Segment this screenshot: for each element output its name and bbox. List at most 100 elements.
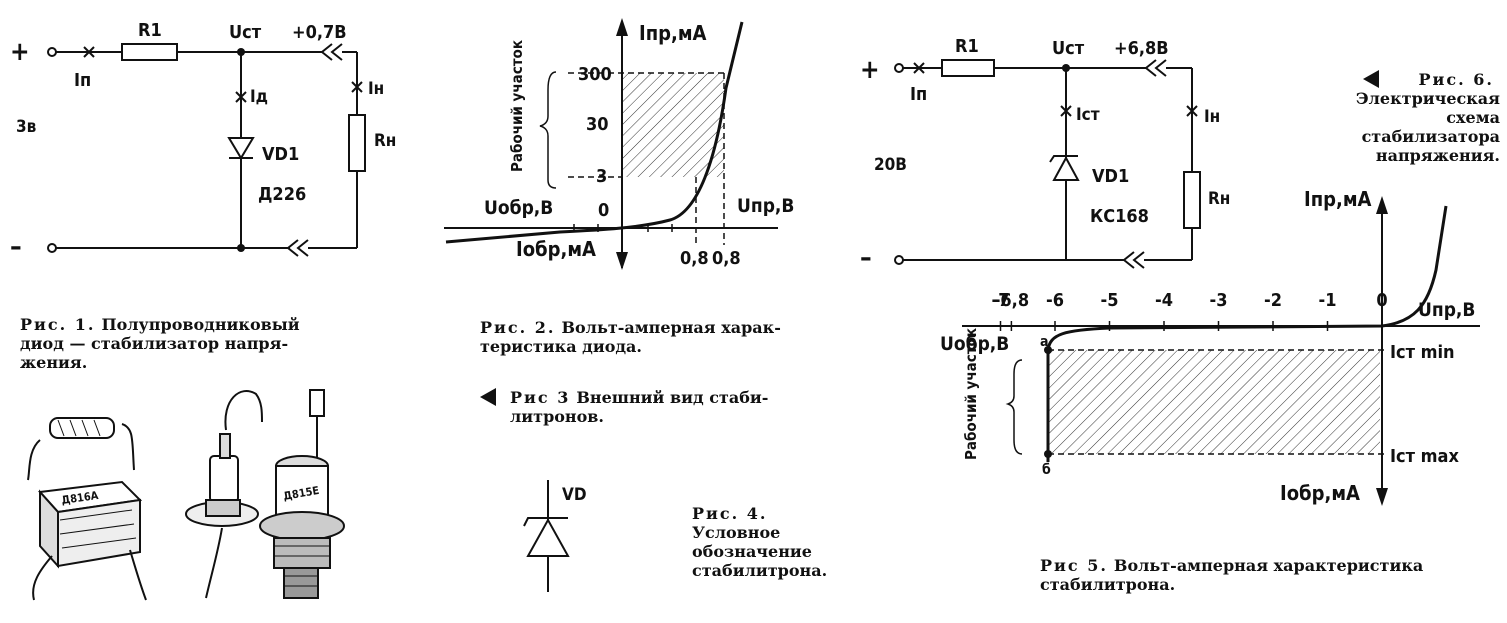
fig2-caption-line-2: теристика диода. [480,337,642,356]
fig6-caption-line-4: напряжения. [1375,146,1500,165]
fig2-tick-0: 0 [598,200,609,221]
fig1-mark-id [235,91,247,103]
fig6-circuit [902,59,1201,269]
fig6-plus-terminal [894,63,904,73]
fig3-caption-line-2: литронов. [510,407,604,426]
fig2-caption-line-1: Вольт-амперная харак- [561,318,781,337]
fig2-label-iobr: Iобр,мА [516,237,596,261]
fig6-resistor-r1 [941,59,995,77]
fig6-label-r1: R1 [955,36,979,57]
fig1-circuit [55,43,366,257]
fig3-pointer-icon [480,388,496,406]
fig2-caption-label: Рис. 2. [480,318,556,337]
fig3-middle-body [209,455,239,503]
fig6-label-rn: Rн [1208,189,1230,209]
fig6-label-vd1: VD1 [1092,166,1129,187]
fig2-label-ipr: Iпр,мА [639,21,707,45]
fig5-region-label: Рабочий участок [962,328,980,460]
fig6-minus-terminal [894,255,904,265]
fig4-caption-line-3: стабилитрона. [692,561,828,580]
fig1-label-ip: Iп [74,70,91,91]
fig1-mark-in [351,81,363,93]
fig1-resistor-r1 [121,43,178,61]
fig5-tick-marks [999,321,1383,331]
fig1-caption-line-2: диод — стабилизатор напря- [20,334,289,353]
fig1-caption-line-3: жения. [20,353,88,372]
fig3-caption-line-1: Внешний вид стаби- [576,388,769,407]
fig2-hatched-region [622,73,724,177]
fig1-label-rn: Rн [374,131,396,151]
fig2-tick-30: 30 [586,114,609,135]
fig5-y-arrow-up [1376,196,1388,214]
fig2-graph [444,18,778,270]
fig5-caption-line-2: стабилитрона. [1040,575,1176,594]
fig5-label-imin: Iст min [1390,342,1455,363]
fig5-tick-label: -5 [1101,290,1119,311]
fig5-label-uobr: Uобр,В [940,333,1009,355]
fig6-label-ks168: КС168 [1090,206,1149,227]
fig4-caption-line-1: Условное [692,523,781,542]
fig1-caption-label: Рис. 1. [20,315,96,334]
fig6-load-resistor [1183,171,1201,229]
fig6-label-in: Iн [1204,107,1220,127]
fig1-label-node: Uст [229,22,262,43]
fig1-plus-terminal [47,47,57,57]
fig5-tick-label: -4 [1155,290,1173,311]
fig3-axial-body [49,417,115,439]
fig6-zener-triangle [1052,155,1080,181]
fig1-label-in: Iн [368,79,384,99]
fig2-y-arrow-up [616,18,628,36]
fig2-tick-300: 300 [578,64,612,85]
fig5-label-iobr: Iобр,мА [1280,481,1360,505]
fig2-iv-curve [445,21,744,244]
fig6-label-supply: 20В [874,155,907,175]
fig1-label-d226: Д226 [258,184,306,205]
fig5-graph [962,196,1480,506]
fig1-caption: Рис. 1. Полупроводниковый диод — стабилиз… [20,315,390,372]
fig3-stud-tab [309,389,325,417]
fig6-pointer-icon [1362,70,1379,88]
fig6-caption-line-1: Электрическая [1355,89,1500,108]
fig2-label-uobr: Uобр,В [484,197,553,219]
fig2-region-label: Рабочий участок [508,40,526,172]
fig2-label-upr: Uпр,В [737,195,794,217]
fig1-load-resistor [348,114,366,172]
fig6-label-node: Uст [1052,38,1085,59]
fig5-tick-label: -2 [1264,290,1282,311]
fig5-label-upr: Uпр,В [1418,299,1475,321]
fig3-mark-d816a: Д816А [61,489,100,507]
fig5-tick-label: -1 [1319,290,1337,311]
fig5-caption: Рис 5.Вольт-амперная характеристика стаб… [1040,556,1500,594]
fig1-node-top [237,48,245,56]
fig3-illustration [27,389,345,601]
fig6-top-connector [1144,59,1167,77]
fig6-caption-line-2: схема [1446,108,1500,127]
fig5-label-ipr: Iпр,мА [1304,187,1372,211]
fig6-caption-line-3: стабилизатора [1361,127,1500,146]
fig1-node-bottom [237,244,245,252]
fig1-minus-terminal [47,243,57,253]
fig2-tick-08b: 0,8 [712,248,741,269]
fig4-label-vd: VD [562,485,587,505]
fig5-tick-label: -7 [992,290,1010,311]
fig6-label-ip: Iп [910,84,927,105]
fig5-tick-label: -3 [1210,290,1228,311]
fig1-diode-triangle [227,137,255,160]
fig5-label-a: а [1040,334,1049,350]
fig1-bottom-connector [286,239,309,257]
fig1-label-id: Iд [250,87,268,107]
fig6-label-voltage: +6,8В [1114,38,1169,59]
fig6-label-ist: Iст [1076,105,1100,125]
fig5-brace [1005,359,1023,455]
fig1-label-vd1: VD1 [262,144,299,165]
fig2-tick-3: 3 [596,166,607,187]
fig2-brace [539,71,557,189]
fig1-minus-sign: – [10,232,22,262]
fig3-mark-d815e: Д815Е [282,484,320,503]
fig5-tick-label: -6 [1046,290,1064,311]
fig1-caption-line-1: Полупроводниковый [101,315,300,334]
fig5-tick-label: -6,8 [994,290,1029,311]
fig1-plus-sign: + [10,37,30,67]
